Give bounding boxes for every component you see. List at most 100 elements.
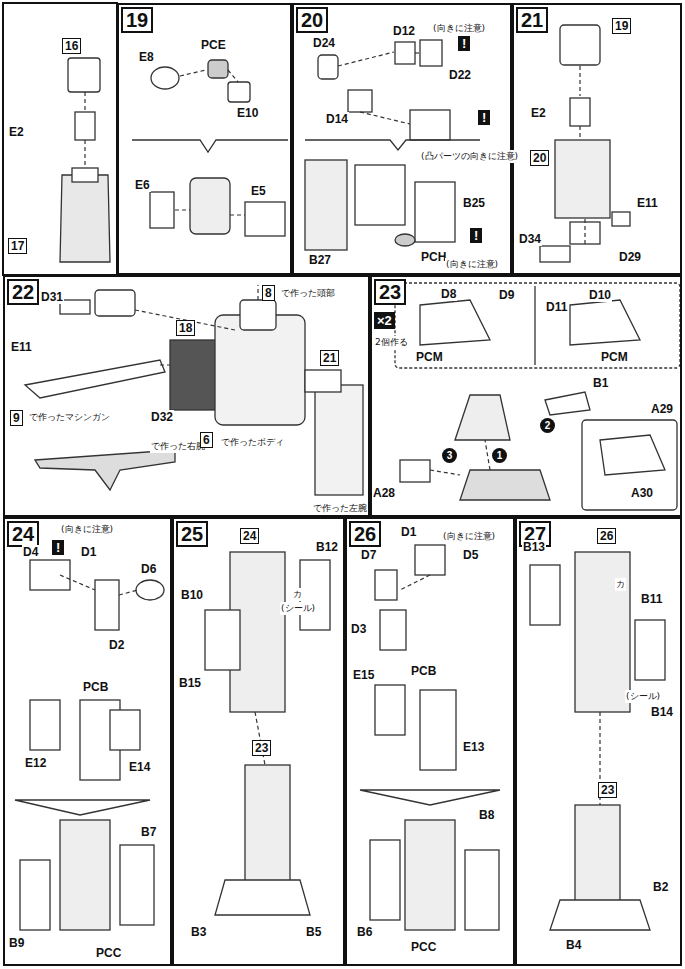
part-number: PCC (410, 940, 437, 954)
step-number: 22 (7, 279, 39, 305)
note-text: で作った頭部 (280, 287, 336, 300)
part-number: B4 (565, 938, 582, 952)
step-reference: 23 (252, 740, 271, 756)
note-text: で作った右腕 (150, 440, 206, 453)
part-number: B27 (308, 253, 332, 267)
order-number: 1 (492, 448, 507, 463)
part-number: B7 (140, 825, 157, 839)
caution-mark: ! (478, 110, 490, 125)
part-number: B1 (592, 376, 609, 390)
part-number: E14 (128, 760, 151, 774)
part-number: B14 (650, 705, 674, 719)
part-number: D9 (498, 288, 515, 302)
part-number: E13 (462, 740, 485, 754)
note-text: で作ったボディ (220, 436, 285, 449)
note-text: で作ったマシンガン (28, 411, 111, 424)
part-number: A29 (650, 402, 674, 416)
part-number: A30 (630, 486, 654, 500)
step-number: 23 (374, 279, 406, 305)
note-text: (凸パーツの向きに注意) (420, 150, 519, 163)
step-number: 19 (121, 7, 153, 33)
part-number: B11 (640, 592, 663, 606)
step-number: 21 (516, 7, 548, 33)
step-number: 24 (7, 521, 39, 547)
note-text: カ (292, 588, 303, 601)
step-reference: 23 (598, 782, 617, 798)
part-number: B6 (356, 925, 373, 939)
part-number: D2 (108, 638, 125, 652)
quantity-mark: ×2 (374, 312, 395, 329)
part-number: D29 (618, 250, 642, 264)
part-number: E12 (24, 756, 47, 770)
step-reference: 24 (240, 528, 259, 544)
part-number: B8 (478, 808, 495, 822)
step-reference: 18 (176, 320, 195, 336)
note-text: (向きに注意) (442, 530, 496, 543)
note-text: (向きに注意) (432, 22, 486, 35)
step-panel: 22 (3, 275, 370, 517)
part-number: PCM (415, 350, 444, 364)
part-number: D6 (140, 562, 157, 576)
part-number: D1 (400, 525, 417, 539)
part-number: PCC (95, 946, 122, 960)
part-number: B3 (190, 925, 207, 939)
step-reference: 19 (612, 18, 631, 34)
part-number: B5 (305, 925, 322, 939)
step-reference: 8 (262, 285, 275, 301)
part-number: D32 (150, 410, 174, 424)
part-number: D3 (350, 622, 367, 636)
part-number: B10 (180, 588, 204, 602)
note-text: カ (615, 578, 626, 591)
step-panel: 27 (515, 517, 682, 966)
part-number: D12 (392, 24, 416, 38)
part-number: E10 (236, 106, 259, 120)
note-text: 2個作る (374, 336, 409, 349)
caution-mark: ! (458, 36, 470, 51)
step-reference: 6 (200, 432, 213, 448)
step-reference: 26 (597, 528, 616, 544)
step-panel: 24 (3, 517, 172, 966)
part-number: E11 (10, 340, 33, 354)
part-number: E2 (530, 106, 547, 120)
part-number: E6 (134, 178, 151, 192)
part-number: D8 (440, 287, 457, 301)
part-number: D5 (462, 548, 479, 562)
step-number: 25 (176, 521, 208, 547)
part-number: E8 (138, 50, 155, 64)
step-reference: 16 (62, 38, 81, 54)
part-number: B12 (315, 540, 339, 554)
caution-mark: ! (52, 540, 64, 555)
part-number: PCB (410, 664, 437, 678)
step-reference: 17 (8, 238, 27, 254)
part-number: D11 (545, 300, 568, 314)
part-number: PCM (600, 350, 629, 364)
part-number: PCE (200, 38, 227, 52)
order-number: 2 (540, 418, 555, 433)
step-panel: 23 (370, 275, 682, 517)
step-number: 26 (349, 521, 381, 547)
part-number: PCH (420, 250, 447, 264)
part-number: D14 (325, 112, 349, 126)
part-number: B13 (522, 540, 546, 554)
step-reference: 9 (10, 410, 23, 426)
part-number: D1 (80, 545, 97, 559)
part-number: B9 (8, 936, 25, 950)
part-number: E11 (636, 196, 659, 210)
note-text: (シール) (280, 602, 316, 615)
step-panel: 26 (345, 517, 515, 966)
part-number: D10 (588, 288, 612, 302)
part-number: B2 (652, 880, 669, 894)
part-number: E2 (8, 125, 25, 139)
part-number: D4 (22, 545, 39, 559)
note-text: (シール) (625, 690, 661, 703)
note-text: で作った左腕 (312, 502, 368, 515)
part-number: PCB (82, 680, 109, 694)
order-number: 3 (442, 448, 457, 463)
part-number: B25 (462, 196, 486, 210)
step-reference: 20 (530, 150, 549, 166)
note-text: (向きに注意) (445, 258, 499, 271)
part-number: D7 (360, 548, 377, 562)
part-number: D31 (40, 290, 64, 304)
part-number: E5 (250, 184, 267, 198)
